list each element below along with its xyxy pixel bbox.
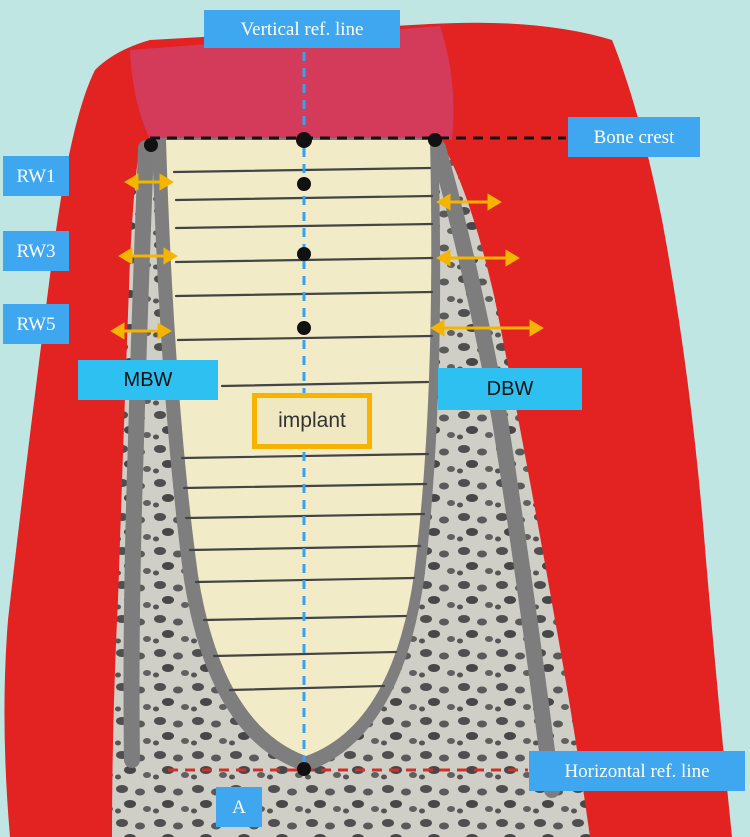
cortical-bone-outline xyxy=(123,140,154,768)
cortical-bone-outline-distal xyxy=(430,140,560,798)
rw5-label: RW5 xyxy=(3,304,69,344)
crown-tissue xyxy=(130,26,454,140)
implant-label: implant xyxy=(252,393,372,449)
width-arrows xyxy=(110,173,544,340)
point-a-label: A xyxy=(216,787,262,827)
rw3-label: RW3 xyxy=(3,231,69,271)
bone-crest-label: Bone crest xyxy=(568,117,700,157)
measurement-points xyxy=(144,132,442,776)
dbw-label: DBW xyxy=(438,368,582,410)
horizontal-ref-label: Horizontal ref. line xyxy=(529,751,745,791)
vertical-ref-label: Vertical ref. line xyxy=(204,10,400,48)
mbw-label: MBW xyxy=(78,360,218,400)
rw1-label: RW1 xyxy=(3,156,69,196)
